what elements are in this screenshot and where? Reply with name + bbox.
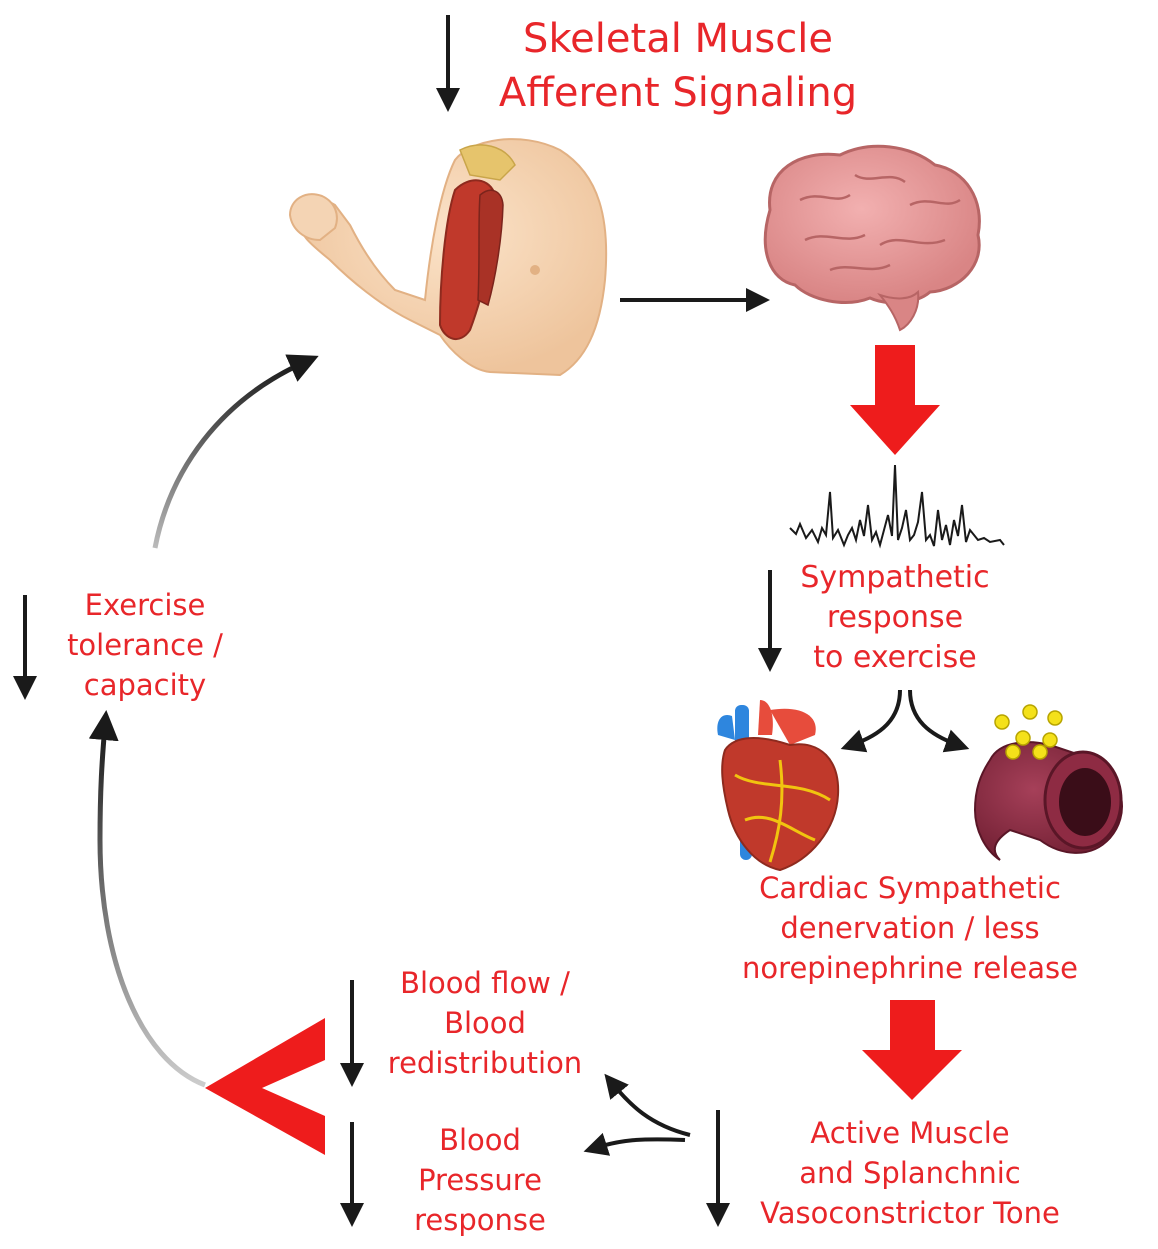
label-skeletal-muscle: Skeletal Muscle Afferent Signaling [468,12,888,120]
label-line: norepinephrine release [742,951,1078,985]
label-cardiac-denervation: Cardiac Sympathetic denervation / less n… [710,868,1110,988]
label-sympathetic-response: Sympathetic response to exercise [770,558,1020,678]
arrow-to-blood-flow [604,1073,691,1137]
red-arrow-brain-to-signal [850,345,940,455]
label-line: denervation / less [780,911,1040,945]
label-blood-flow: Blood flow / Blood redistribution [370,963,600,1083]
label-line: and Splanchnic [799,1156,1021,1190]
label-line: Blood [439,1123,521,1157]
label-line: Skeletal Muscle [523,16,833,62]
label-blood-pressure: Blood Pressure response [380,1120,580,1240]
brain-icon [763,144,981,332]
label-line: Blood flow / [400,966,570,1000]
arrow-exercise-to-arm [152,354,319,549]
nerve-signal-trace-icon [789,464,1005,549]
label-line: Afferent Signaling [498,70,858,116]
label-line: Cardiac Sympathetic [759,871,1061,905]
arrow-chevron-to-exercise [88,710,206,1088]
label-line: Blood [444,1006,526,1040]
label-line: Exercise [84,588,206,622]
label-line: response [414,1203,546,1237]
label-line: Sympathetic [800,560,990,595]
label-line: Pressure [418,1163,542,1197]
label-line: to exercise [813,640,977,675]
red-chevron-merge [205,1018,325,1155]
blood-vessel-icon [973,704,1123,861]
label-line: tolerance / [67,628,223,662]
label-vasoconstrictor-tone: Active Muscle and Splanchnic Vasoconstri… [735,1113,1085,1233]
red-arrow-cardiac-to-vasoconstrictor [862,1000,962,1100]
label-line: Vasoconstrictor Tone [760,1196,1060,1230]
heart-icon [717,700,840,872]
arm-muscle-icon [288,138,608,377]
label-line: capacity [83,668,207,702]
label-line: redistribution [387,1046,583,1080]
label-exercise-tolerance: Exercise tolerance / capacity [45,585,245,705]
label-line: Active Muscle [810,1116,1010,1150]
arrow-branch-to-heart [840,689,902,753]
label-line: response [826,600,964,635]
arrow-to-blood-pressure [583,1132,686,1156]
arrow-branch-to-vessel [908,689,970,753]
